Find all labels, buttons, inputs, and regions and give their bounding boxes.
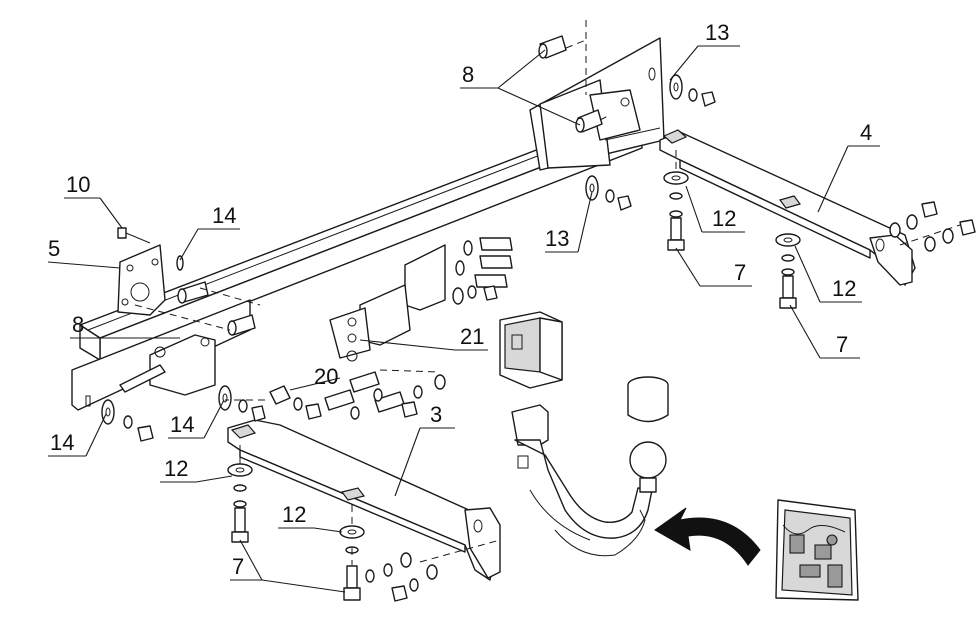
left-side-plate <box>117 244 166 316</box>
callout-5: 5 <box>48 236 60 261</box>
hardware-set-20 <box>269 371 446 420</box>
callout-14-upper: 14 <box>212 203 236 228</box>
washer-set-3-end <box>365 552 438 602</box>
callout-20: 20 <box>314 364 338 389</box>
assembly-dash-lines <box>134 20 961 565</box>
washer-set-4-end <box>889 201 976 252</box>
callout-13-lower: 13 <box>545 226 569 251</box>
screw-10 <box>117 227 151 244</box>
callout-14-mid: 14 <box>170 412 194 437</box>
callout-12-left-b: 12 <box>282 502 306 527</box>
electrical-kit <box>775 499 859 601</box>
bolt-7-right-b <box>775 233 801 309</box>
callout-10: 10 <box>66 172 90 197</box>
callout-7-right-b: 7 <box>836 332 848 357</box>
callout-8-upper: 8 <box>462 62 474 87</box>
bolt-7-left-a <box>227 463 253 543</box>
callout-21: 21 <box>460 324 484 349</box>
tow-ball-neck <box>511 404 667 557</box>
washer-set-central <box>452 237 513 305</box>
side-arm-3 <box>227 419 501 581</box>
washer-set-13-lower <box>585 175 632 211</box>
callout-7-left: 7 <box>232 554 244 579</box>
callout-labels: 13 8 4 10 14 5 13 12 7 12 8 21 7 20 14 1… <box>48 20 872 579</box>
right-mounting-bracket <box>529 37 665 171</box>
bolt-7-right-a <box>663 171 689 251</box>
callout-8-left: 8 <box>72 312 84 337</box>
ball-cover-cap <box>627 376 669 423</box>
washer-set-14-mid <box>218 385 266 422</box>
callout-12-right-a: 12 <box>712 206 736 231</box>
insertion-arrow <box>654 507 761 566</box>
washer-set-13-upper <box>669 74 716 107</box>
washer-set-14-left <box>101 399 154 442</box>
bolt-7-left-b <box>339 525 365 601</box>
left-lower-bracket <box>119 334 216 396</box>
leader-lines <box>47 45 880 593</box>
washer-set-14-upper <box>176 255 184 271</box>
bolt-left-8 <box>177 281 256 336</box>
callout-13-upper: 13 <box>705 20 729 45</box>
electrical-socket-21 <box>499 311 563 389</box>
callout-14-left: 14 <box>50 430 74 455</box>
callout-3: 3 <box>430 402 442 427</box>
callout-4: 4 <box>860 120 872 145</box>
callout-12-left-a: 12 <box>164 456 188 481</box>
callout-7-right-a: 7 <box>734 260 746 285</box>
callout-12-right-b: 12 <box>832 276 856 301</box>
bolt-upper-8 <box>538 35 603 133</box>
side-arm-4 <box>659 129 916 286</box>
central-brackets <box>329 244 446 362</box>
